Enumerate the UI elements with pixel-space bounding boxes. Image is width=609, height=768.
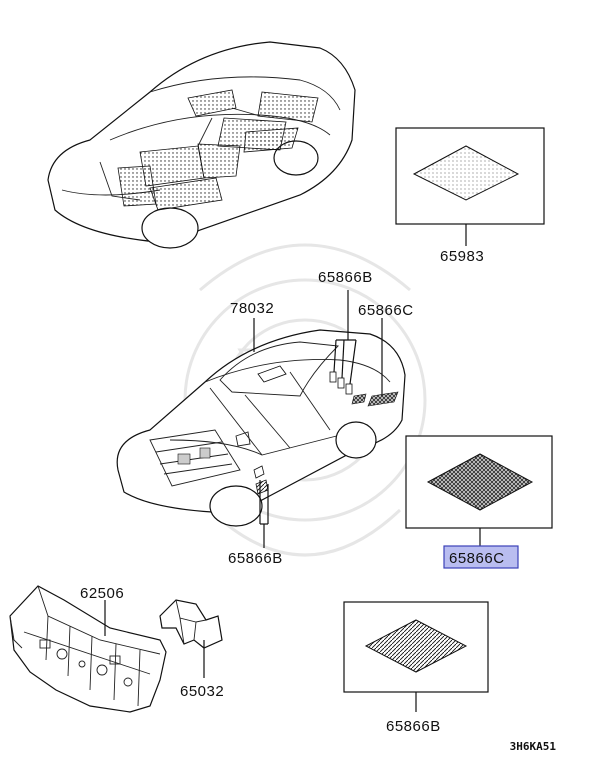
highlight-65866c[interactable]: 65866C xyxy=(443,545,519,569)
part-box-65866c[interactable] xyxy=(405,435,553,546)
label-78032[interactable]: 78032 xyxy=(230,300,274,317)
label-65983[interactable]: 65983 xyxy=(440,248,484,265)
part-62506-panel xyxy=(9,585,167,713)
part-box-65983[interactable] xyxy=(395,127,545,246)
part-box-65866b[interactable] xyxy=(343,601,489,712)
car-roof-view xyxy=(116,329,406,527)
label-65866c-top[interactable]: 65866C xyxy=(358,302,414,319)
label-65866b-box[interactable]: 65866B xyxy=(386,718,441,735)
diagram-code: 3H6KA51 xyxy=(510,740,557,753)
leader-lines-middle xyxy=(253,290,383,548)
label-62506[interactable]: 62506 xyxy=(80,585,124,602)
label-65866b-top[interactable]: 65866B xyxy=(318,269,373,286)
car-floor-view xyxy=(47,41,356,249)
part-65032-pad xyxy=(159,599,223,649)
label-65866b-bottom[interactable]: 65866B xyxy=(228,550,283,567)
label-65866c-highlight[interactable]: 65866C xyxy=(449,550,505,567)
label-65032[interactable]: 65032 xyxy=(180,683,224,700)
